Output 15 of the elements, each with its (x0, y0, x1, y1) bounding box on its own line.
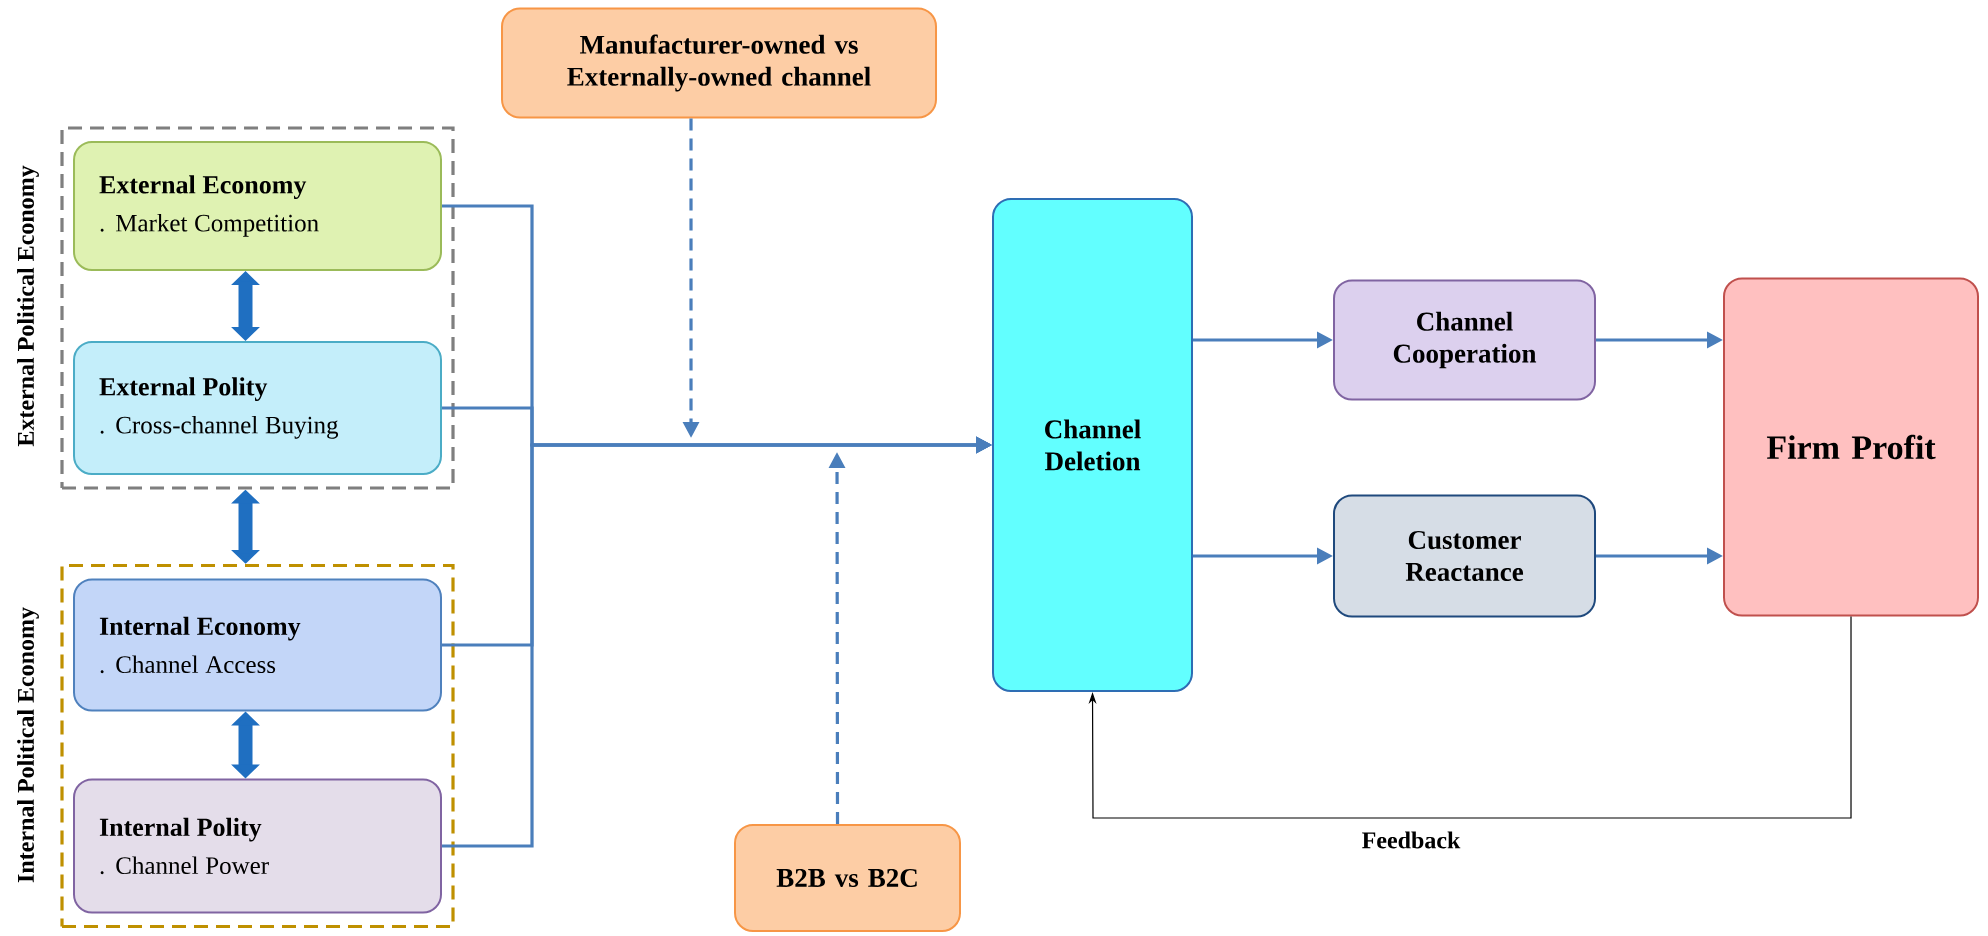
rounded-box: Customer Reactance (1333, 494, 1596, 618)
rotated-label: External Political Economy (17, 165, 39, 447)
rounded-box: Channel Cooperation (1333, 279, 1596, 401)
rounded-box: External Economy . Market Competition (73, 141, 442, 271)
rotated-label: Internal Political Economy (17, 607, 39, 883)
rounded-box: Manufacturer-owned vs Externally-owned channel (501, 7, 937, 119)
rounded-box: External Polity . Cross-channel Buying (73, 341, 442, 475)
rounded-box: Firm Profit (1723, 277, 1979, 617)
edge-label: Feedback (1357, 827, 1465, 853)
rounded-box: Internal Economy . Channel Access (73, 578, 442, 712)
rounded-box: B2B vs B2C (734, 824, 961, 932)
double-arrow (231, 271, 260, 341)
rounded-box: Channel Deletion (992, 198, 1193, 692)
feedback-arrow (1088, 615, 1852, 819)
rounded-box: Internal Polity . Channel Power (73, 778, 442, 914)
